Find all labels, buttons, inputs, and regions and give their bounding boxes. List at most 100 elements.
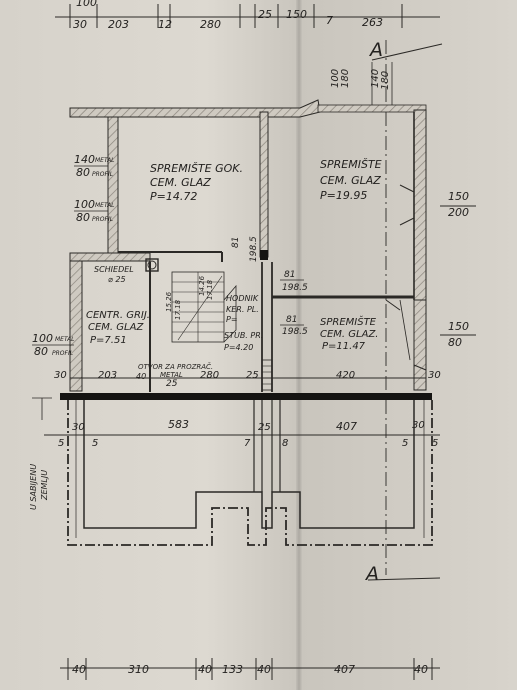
bottom-dim-2: 40 <box>198 663 212 676</box>
lower-dim-2: 5 <box>92 438 98 449</box>
top-dim-4: 280 <box>200 18 221 31</box>
room-storage-right-name: SPREMIŠTE <box>320 158 382 171</box>
lower-dim-7: 407 <box>336 420 357 433</box>
door-height-1: 198.5 <box>282 283 308 293</box>
right-dim-150b: 150 <box>448 320 469 333</box>
room-corridor-floor: KER. PL. <box>226 305 259 314</box>
top-dim-0: 100 <box>76 0 97 9</box>
room-heating-name: CENTR. GRIJ. <box>86 310 150 321</box>
foundation-footings <box>67 400 433 546</box>
room-storage-right-area: P=19.95 <box>320 189 367 202</box>
top-dim-5: 25 <box>258 8 272 21</box>
note-3-a: 100 <box>32 332 53 345</box>
note-1-b: 80 <box>76 166 90 179</box>
right-dim-100a: 100 <box>330 69 341 88</box>
row-dim-2: 280 <box>200 370 219 381</box>
side-note: U SABIJENU ZEMLJU <box>29 397 52 510</box>
vent-size: 25 <box>166 379 178 389</box>
note-3-b: 80 <box>34 345 48 358</box>
note-2-b: 80 <box>76 211 90 224</box>
bottom-dim-0: 40 <box>72 663 86 676</box>
room-storage-small-floor: CEM. GLAZ. <box>320 329 378 340</box>
note-3-prof: PROFIL <box>52 350 73 357</box>
vent-metal: METAL <box>160 371 183 379</box>
lower-dim-5: 25 <box>258 422 271 433</box>
note-1-a: 140 <box>74 153 95 166</box>
vent-dim: 40 <box>136 372 146 381</box>
row-dim-1: 203 <box>98 370 117 381</box>
room-storage-left-name: SPREMIŠTE GOK. <box>150 162 243 175</box>
top-dim-3: 12 <box>158 18 172 31</box>
chimney-size: ⌀ 25 <box>108 275 126 284</box>
row-dim-4: 420 <box>336 370 355 381</box>
room-heating-floor: CEM. GLAZ <box>88 322 144 333</box>
staircase: 15.26 14.26 17.18 17.18 <box>165 271 273 391</box>
side-note-0: U SABIJENU <box>29 464 38 510</box>
room-storage-small-name: SPREMIŠTE <box>320 315 377 328</box>
section-label-bottom: A <box>364 563 379 585</box>
paper-fold <box>296 0 302 690</box>
room-storage-left: SPREMIŠTE GOK. CEM. GLAZ P=14.72 <box>150 162 243 203</box>
bottom-dim-4: 40 <box>257 663 271 676</box>
section-line-a: A A <box>364 39 443 585</box>
door-notes: 81 198.5 81 198.5 81 198.5 <box>231 236 308 337</box>
lower-dim-0: 30 <box>72 422 85 433</box>
room-heating-area: P=7.51 <box>90 335 127 346</box>
door-width-0: 81 <box>231 237 241 248</box>
row-dim-0: 30 <box>54 370 67 381</box>
right-dim-200: 200 <box>448 206 469 219</box>
top-dim-2: 203 <box>108 18 129 31</box>
vent-note: OTVOR ZA PROZRAČ. METAL 40 25 <box>136 362 213 389</box>
door-width-2: 81 <box>286 315 297 325</box>
vent-label: OTVOR ZA PROZRAČ. <box>138 362 213 371</box>
stair-dim-3: 17.18 <box>206 279 214 300</box>
stair-dim-1: 14.26 <box>198 275 206 296</box>
bottom-dim-6: 40 <box>414 663 428 676</box>
lower-dim-1: 5 <box>58 438 64 449</box>
bottom-dim-1: 310 <box>128 663 149 676</box>
room-stair: STUB. PR. P=4.20 <box>224 331 263 352</box>
room-storage-left-area: P=14.72 <box>150 190 197 203</box>
top-dim-7: 7 <box>326 14 333 27</box>
row-dim-3: 25 <box>246 370 259 381</box>
room-storage-small: SPREMIŠTE CEM. GLAZ. P=11.47 <box>320 315 378 352</box>
room-stair-area: P=4.20 <box>224 343 253 352</box>
walls <box>69 99 427 392</box>
lower-dim-3: 583 <box>168 418 189 431</box>
lower-dimension-line: 30 5 5 583 7 25 8 407 5 30 5 <box>44 418 440 449</box>
room-corridor-area: P= <box>226 315 238 324</box>
top-dim-8: 263 <box>362 16 383 29</box>
note-2-meta: METAL <box>95 202 115 209</box>
chimney-label: SCHIEDEL <box>94 265 134 274</box>
right-dim-150a: 150 <box>448 190 469 203</box>
room-corridor: HODNIK KER. PL. P= <box>226 294 259 324</box>
door-height-0: 198.5 <box>249 236 259 262</box>
room-storage-right-floor: CEM. GLAZ <box>320 174 381 187</box>
lower-dim-8: 5 <box>402 438 408 449</box>
note-2-a: 100 <box>74 198 95 211</box>
bottom-dim-3: 133 <box>222 663 243 676</box>
right-dim-180b: 180 <box>380 71 391 90</box>
note-2-prof: PROFIL <box>92 216 113 223</box>
bottom-dimension-line: 40 310 40 133 40 407 40 <box>60 658 440 680</box>
note-3-meta: METAL <box>55 336 75 343</box>
stair-dim-2: 17.18 <box>174 299 182 320</box>
top-dim-1: 30 <box>73 18 87 31</box>
side-note-1: ZEMLJU <box>40 470 49 501</box>
chimney: SCHIEDEL ⌀ 25 <box>94 258 159 284</box>
door-width-1: 81 <box>284 270 295 280</box>
lower-dim-9: 30 <box>412 420 425 431</box>
right-dimensions: 100 180 140 180 150 200 150 80 <box>330 62 476 349</box>
row-dimension-line: 30 203 280 25 420 30 <box>54 370 441 381</box>
left-notes: 140 METAL 80 PROFIL 100 METAL 80 PROFIL … <box>32 153 115 358</box>
lower-dim-10: 5 <box>432 438 438 449</box>
right-dim-180a: 180 <box>340 69 351 88</box>
right-dim-80: 80 <box>448 336 462 349</box>
room-storage-small-area: P=11.47 <box>322 341 366 352</box>
door-height-2: 198.5 <box>282 327 308 337</box>
stair-dim-0: 15.26 <box>165 291 173 312</box>
note-1-meta: METAL <box>95 157 115 164</box>
top-dim-6: 150 <box>286 8 307 21</box>
